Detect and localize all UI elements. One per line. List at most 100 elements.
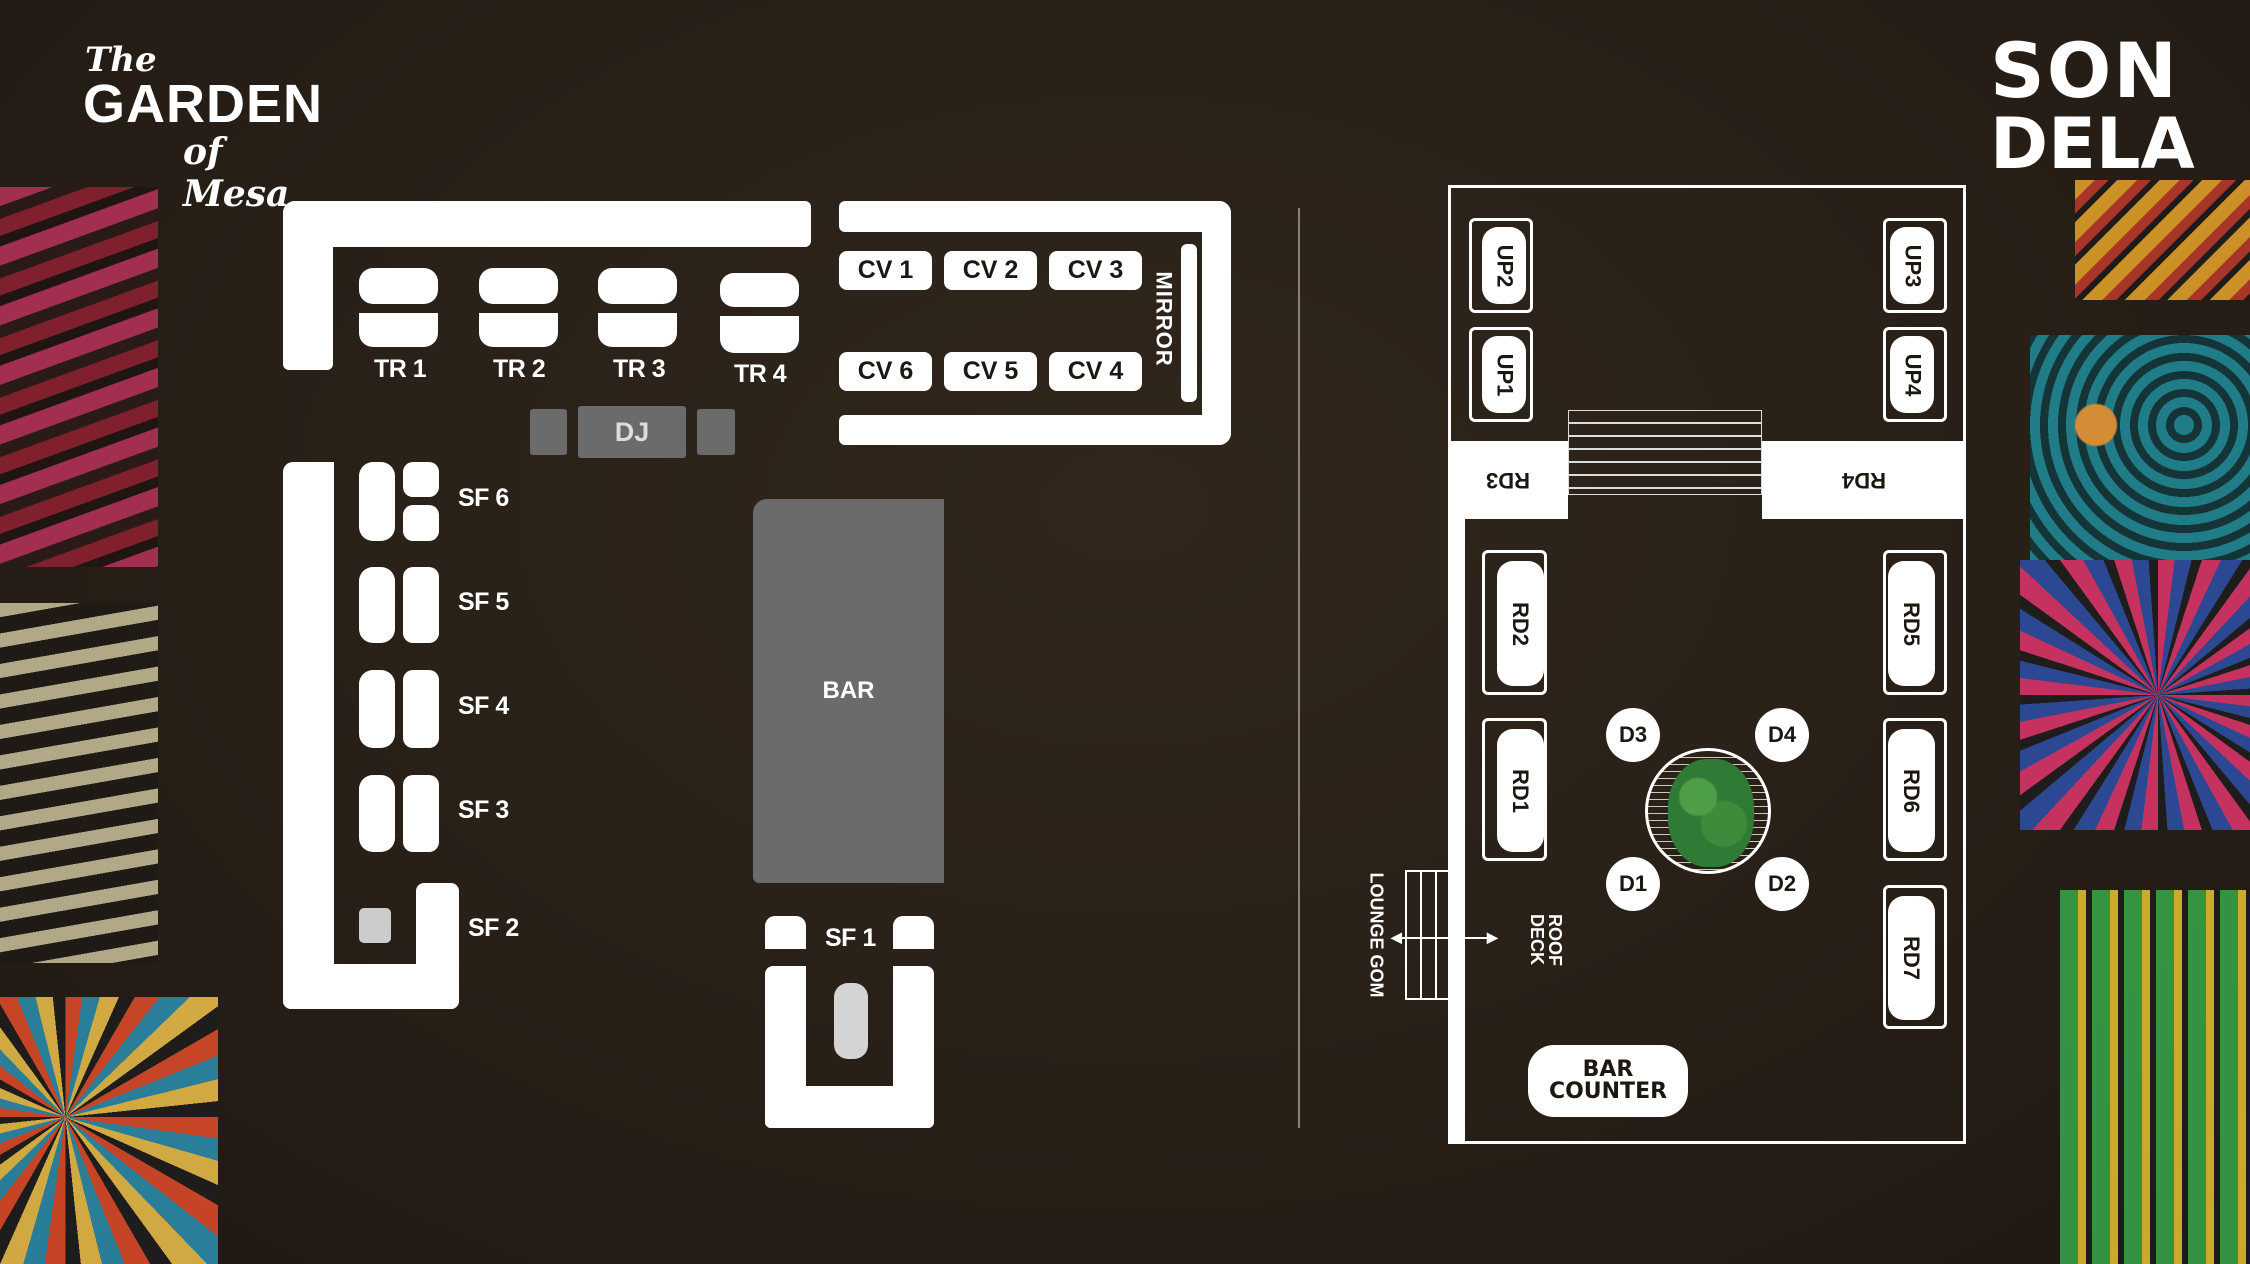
label-roof-deck: ROOF DECK <box>1510 914 1565 966</box>
label-rd7: RD7 <box>1899 935 1925 981</box>
table-d3[interactable]: D3 <box>1606 708 1660 762</box>
label-bar-counter-1: BAR <box>1582 1057 1634 1082</box>
label-dj: DJ <box>614 416 650 447</box>
logo-of-mesa: of Mesa <box>183 131 290 215</box>
section-divider <box>1298 208 1300 1128</box>
pattern-tribal-top-right <box>2075 180 2250 300</box>
arrow-left-icon: ◀ <box>1391 929 1402 945</box>
dj-speaker-right <box>697 409 735 455</box>
label-deck: DECK <box>1527 914 1547 966</box>
logo-dela: DELA <box>1990 103 2195 185</box>
pattern-stripes <box>0 603 158 963</box>
table-cv5[interactable]: CV 5 <box>944 352 1037 391</box>
sofa-sf6-right-top[interactable] <box>403 462 439 497</box>
pattern-sunburst-right <box>2020 560 2250 830</box>
band-rd4[interactable]: RD4 <box>1762 441 1966 519</box>
cv-wall-right <box>1202 201 1231 445</box>
arrow-right-icon: ▶ <box>1487 929 1498 945</box>
booth-up3[interactable]: UP3 <box>1883 218 1947 313</box>
mirror <box>1181 244 1197 402</box>
table-cv2[interactable]: CV 2 <box>944 251 1037 290</box>
label-sf6: SF 6 <box>458 484 509 512</box>
booth-rd1[interactable]: RD1 <box>1482 718 1547 861</box>
table-tr4-seat[interactable] <box>720 316 799 353</box>
label-roof: ROOF <box>1545 914 1565 966</box>
table-d1[interactable]: D1 <box>1606 857 1660 911</box>
sf1-table[interactable] <box>834 983 868 1059</box>
table-d4[interactable]: D4 <box>1755 708 1809 762</box>
label-tr3: TR 3 <box>613 355 666 383</box>
table-tr2-seat[interactable] <box>479 313 558 347</box>
bar-counter[interactable]: BAR COUNTER <box>1528 1045 1688 1117</box>
bar[interactable]: BAR <box>753 499 944 883</box>
dj-speaker-left <box>530 409 567 455</box>
pattern-zebra <box>0 187 158 567</box>
cv-wall-top <box>839 201 1231 232</box>
booth-up4[interactable]: UP4 <box>1883 327 1947 422</box>
pattern-sunburst-left <box>0 997 218 1264</box>
label-rd2: RD2 <box>1508 601 1534 646</box>
label-bar: BAR <box>822 677 875 704</box>
label-rd4: RD4 <box>1841 468 1886 493</box>
dj-booth[interactable]: DJ <box>578 406 686 458</box>
label-lounge-gom: LOUNGE GOM <box>1366 872 1387 998</box>
label-sf2: SF 2 <box>468 914 519 942</box>
table-tr1[interactable] <box>359 268 438 304</box>
logo-the: The <box>85 40 157 80</box>
booth-rd5[interactable]: RD5 <box>1883 550 1947 695</box>
lounge-stairs <box>1405 870 1462 1000</box>
label-sf5: SF 5 <box>458 588 509 616</box>
booth-rd6[interactable]: RD6 <box>1883 718 1947 861</box>
label-rd3: RD3 <box>1485 468 1530 493</box>
label-rd5: RD5 <box>1899 601 1925 646</box>
label-bar-counter-2: COUNTER <box>1548 1079 1668 1104</box>
label-mirror: MIRROR <box>1151 271 1177 367</box>
label-sf4: SF 4 <box>458 692 509 720</box>
sofa-sf5-right[interactable] <box>403 567 439 643</box>
booth-up1[interactable]: UP1 <box>1469 327 1533 422</box>
logo-garden: GARDEN <box>83 74 324 134</box>
table-cv1[interactable]: CV 1 <box>839 251 932 290</box>
direction-arrow <box>1395 937 1495 939</box>
booth-up2[interactable]: UP2 <box>1469 218 1533 313</box>
table-d2[interactable]: D2 <box>1755 857 1809 911</box>
sofa-sf6-right-bottom[interactable] <box>403 505 439 541</box>
wall-left-upper <box>283 201 333 370</box>
table-cv6[interactable]: CV 6 <box>839 352 932 391</box>
logo-son: SON <box>1990 26 2179 115</box>
sofa-sf3-left[interactable] <box>359 775 395 852</box>
garden-of-mesa-logo: The GARDEN of Mesa <box>83 40 324 215</box>
label-tr4: TR 4 <box>734 360 787 388</box>
label-tr2: TR 2 <box>493 355 546 383</box>
sf1-nub-left <box>765 916 806 949</box>
label-sf1: SF 1 <box>825 924 876 952</box>
label-rd6: RD6 <box>1899 768 1925 813</box>
sofa-sf4-left[interactable] <box>359 670 395 748</box>
booth-rd2[interactable]: RD2 <box>1482 550 1547 695</box>
table-tr2[interactable] <box>479 268 558 304</box>
pattern-mosaic-right <box>2060 890 2250 1264</box>
table-tr3-seat[interactable] <box>598 313 677 347</box>
band-rd3[interactable]: RD3 <box>1448 441 1568 519</box>
label-tr1: TR 1 <box>374 355 427 383</box>
sofa-sf2-table[interactable] <box>359 908 391 943</box>
sofa-sf3-right[interactable] <box>403 775 439 852</box>
table-tr1-seat[interactable] <box>359 313 438 347</box>
sofa-sf5-left[interactable] <box>359 567 395 643</box>
label-up4: UP4 <box>1899 353 1925 396</box>
tree-icon <box>1668 759 1754 867</box>
sofa-sf6-left[interactable] <box>359 462 395 541</box>
table-tr4[interactable] <box>720 273 799 307</box>
sf1-nub-right <box>893 916 934 949</box>
tree-planter <box>1645 748 1771 874</box>
table-tr3[interactable] <box>598 268 677 304</box>
booth-rd7[interactable]: RD7 <box>1883 885 1947 1029</box>
table-cv4[interactable]: CV 4 <box>1049 352 1142 391</box>
sf1-base[interactable] <box>765 1086 934 1128</box>
sondela-logo: SON DELA <box>1990 26 2205 185</box>
sf2-wall <box>416 883 459 1009</box>
table-cv3[interactable]: CV 3 <box>1049 251 1142 290</box>
left-wall-lower <box>1448 519 1465 1144</box>
sofa-sf4-right[interactable] <box>403 670 439 748</box>
label-up1: UP1 <box>1491 353 1517 396</box>
